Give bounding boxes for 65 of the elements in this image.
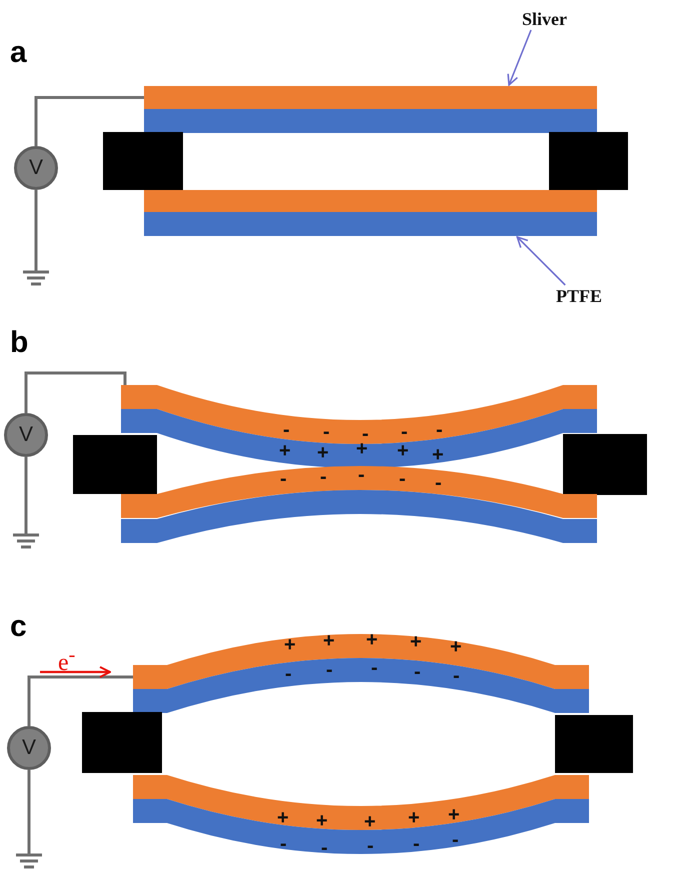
- spacer-block: [549, 132, 628, 190]
- leader-line: [507, 30, 532, 86]
- electrode-layer: [144, 212, 597, 236]
- electrode-layer: [144, 109, 597, 133]
- charge-sign: +: [408, 808, 420, 828]
- charge-sign: -: [414, 662, 421, 682]
- charge-sign: -: [320, 467, 327, 487]
- charge-sign: +: [450, 637, 462, 657]
- charge-sign: -: [401, 422, 408, 442]
- charge-sign: -: [371, 658, 378, 678]
- charge-sign: +: [410, 632, 422, 652]
- voltmeter-circle: V: [4, 413, 48, 457]
- spacer-block: [563, 434, 647, 495]
- electrode-layer: [121, 409, 597, 468]
- charge-sign: -: [283, 420, 290, 440]
- panel-letter: c: [10, 612, 27, 642]
- electrode-layer: [121, 385, 597, 444]
- charge-sign: -: [280, 469, 287, 489]
- charge-sign: +: [432, 445, 444, 465]
- charge-sign: +: [277, 808, 289, 828]
- charge-sign: +: [364, 812, 376, 832]
- charge-sign: -: [358, 465, 365, 485]
- charge-sign: +: [284, 635, 296, 655]
- electrode-layer: [133, 658, 589, 713]
- electrode-layer: [133, 775, 589, 830]
- charge-sign: +: [448, 805, 460, 825]
- panel-letter: a: [10, 38, 27, 68]
- charge-sign: +: [366, 630, 378, 650]
- spacer-block: [555, 715, 633, 773]
- layer-label: Sliver: [522, 10, 567, 28]
- spacer-block: [82, 712, 162, 773]
- charge-sign: -: [367, 836, 374, 856]
- charge-sign: +: [316, 811, 328, 831]
- charge-sign: -: [280, 834, 287, 854]
- charge-sign: -: [436, 420, 443, 440]
- charge-sign: -: [285, 664, 292, 684]
- electrode-layer: [133, 799, 589, 854]
- spacer-block: [73, 435, 157, 494]
- electron-label: e$^{-}$: [58, 645, 76, 675]
- voltmeter-circle: V: [14, 146, 58, 190]
- charge-sign: -: [321, 838, 328, 858]
- charge-sign: +: [323, 631, 335, 651]
- charge-sign: -: [323, 422, 330, 442]
- charge-sign: -: [452, 830, 459, 850]
- electrode-layer: [133, 634, 589, 689]
- charge-sign: +: [279, 441, 291, 461]
- wire: [24, 372, 126, 413]
- electrode-layer: [144, 86, 597, 109]
- electrode-layer: [121, 490, 597, 543]
- spacer-block: [103, 132, 183, 190]
- layer-label: PTFE: [556, 287, 602, 305]
- panel-letter: b: [10, 328, 28, 358]
- charge-sign: +: [317, 443, 329, 463]
- wire: [34, 96, 144, 146]
- charge-sign: -: [413, 834, 420, 854]
- leader-line: [516, 236, 566, 286]
- electrode-layer: [121, 466, 597, 518]
- wire: [28, 676, 133, 726]
- charge-sign: -: [326, 660, 333, 680]
- charge-sign: -: [435, 473, 442, 493]
- charge-sign: +: [397, 441, 409, 461]
- charge-sign: -: [453, 666, 460, 686]
- voltmeter-circle: V: [7, 726, 51, 770]
- electrode-layer: [144, 190, 597, 212]
- charge-sign: -: [399, 469, 406, 489]
